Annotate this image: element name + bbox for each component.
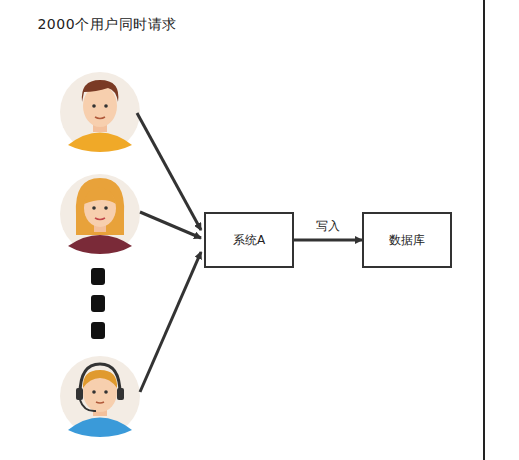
frame-line	[483, 0, 485, 460]
box-label: 系统A	[233, 232, 265, 249]
user-avatar	[60, 356, 140, 437]
box-label: 数据库	[389, 232, 425, 249]
edge-label: 写入	[314, 218, 342, 235]
user-avatar	[60, 174, 140, 254]
user-avatar	[60, 72, 140, 152]
process-box: 系统A	[204, 212, 294, 268]
process-box: 数据库	[362, 212, 452, 268]
ellipsis-dots	[91, 268, 105, 339]
flow-arrow	[294, 239, 362, 242]
diagram-title: 2000个用户同时请求	[18, 14, 196, 34]
request-arrow	[137, 113, 201, 392]
